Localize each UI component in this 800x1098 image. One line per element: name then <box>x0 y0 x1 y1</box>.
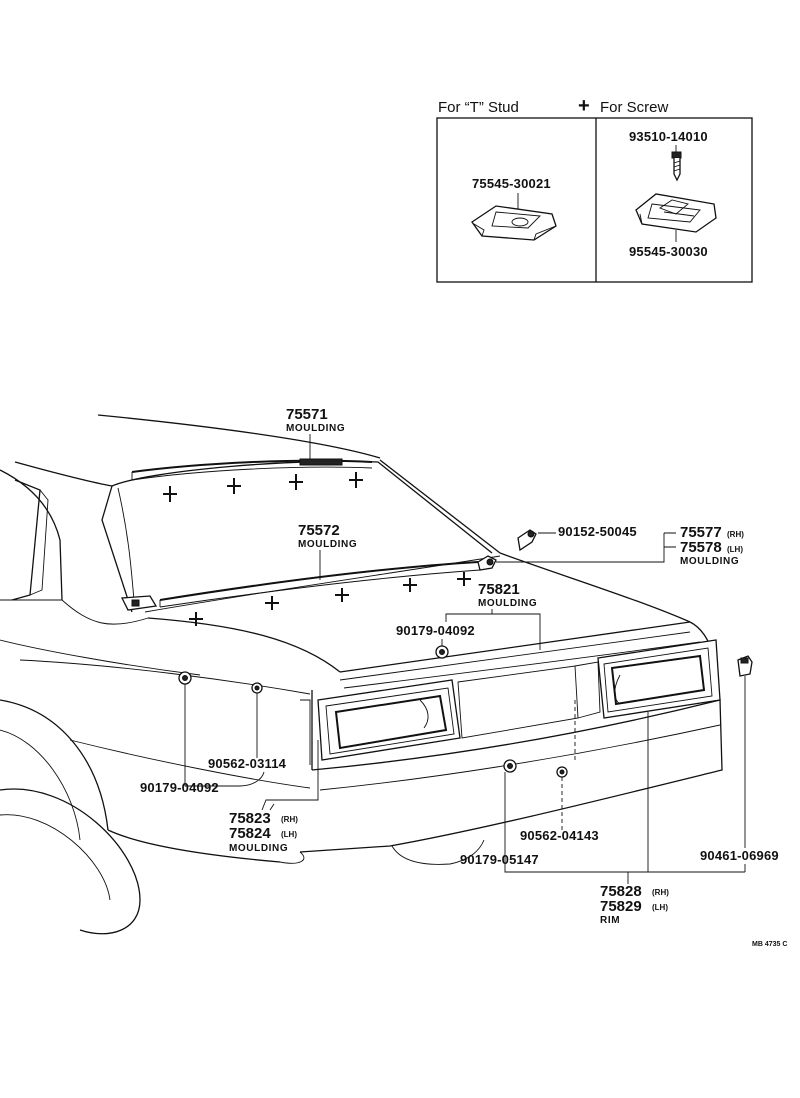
side-75577: (RH) <box>727 530 744 539</box>
side-75829: (LH) <box>652 903 668 912</box>
side-75824: (LH) <box>281 830 297 839</box>
leader <box>627 712 649 884</box>
fastener-inset: For “T” Stud + For Screw 75545-30021 935… <box>436 95 753 283</box>
label-90179-04092-top: 90179-04092 <box>396 623 475 638</box>
tail-lamp-left <box>317 679 461 761</box>
inset-frame <box>436 117 753 283</box>
tail-lamp-right <box>597 639 721 719</box>
side-75828: (RH) <box>652 888 669 897</box>
name-75821: MOULDING <box>478 598 537 609</box>
stud-clip-icon <box>471 205 557 241</box>
label-75578: 75578 <box>680 539 722 556</box>
stud-header: For “T” Stud <box>438 99 519 116</box>
label-75824: 75824 <box>229 825 271 842</box>
name-75824: MOULDING <box>229 843 288 854</box>
label-90562-04143: 90562-04143 <box>520 828 599 843</box>
side-75823: (RH) <box>281 815 298 824</box>
screw-icon <box>671 151 682 182</box>
leader <box>496 532 676 563</box>
leader <box>261 740 319 811</box>
screw-clip-icon <box>635 193 717 233</box>
name-75571: MOULDING <box>286 423 345 434</box>
side-75578: (LH) <box>727 545 743 554</box>
name-75829: RIM <box>600 915 620 926</box>
name-75578: MOULDING <box>680 556 739 567</box>
leader <box>561 700 576 830</box>
label-90562-03114: 90562-03114 <box>208 756 287 771</box>
label-90152-50045: 90152-50045 <box>558 524 637 539</box>
leader <box>504 772 745 873</box>
leader <box>445 609 541 650</box>
screw-symbol: + <box>578 95 590 117</box>
leader <box>184 684 265 787</box>
label-75572: 75572 <box>298 522 340 539</box>
name-75572: MOULDING <box>298 539 357 550</box>
diagram-code: MB 4735 C <box>752 941 787 948</box>
moulding-75571 <box>131 458 373 481</box>
screw-clip-label: 95545-30030 <box>629 244 708 259</box>
label-75828: 75828 <box>600 883 642 900</box>
stud-clip-label: 75545-30021 <box>472 176 551 191</box>
label-75571: 75571 <box>286 406 328 423</box>
clip-markers <box>178 529 753 778</box>
moulding-75572 <box>120 555 497 611</box>
rear-panel-center <box>457 661 601 739</box>
label-75577: 75577 <box>680 524 722 541</box>
label-90461-06969: 90461-06969 <box>700 848 779 863</box>
moulding-75821 <box>339 631 701 689</box>
label-90179-04092-left: 90179-04092 <box>140 780 219 795</box>
label-75829: 75829 <box>600 898 642 915</box>
screw-header: For Screw <box>600 99 669 116</box>
label-90179-05147: 90179-05147 <box>460 852 539 867</box>
label-75821: 75821 <box>478 581 520 598</box>
label-75823: 75823 <box>229 810 271 827</box>
screw-markers <box>163 472 471 626</box>
screw-label: 93510-14010 <box>629 129 708 144</box>
